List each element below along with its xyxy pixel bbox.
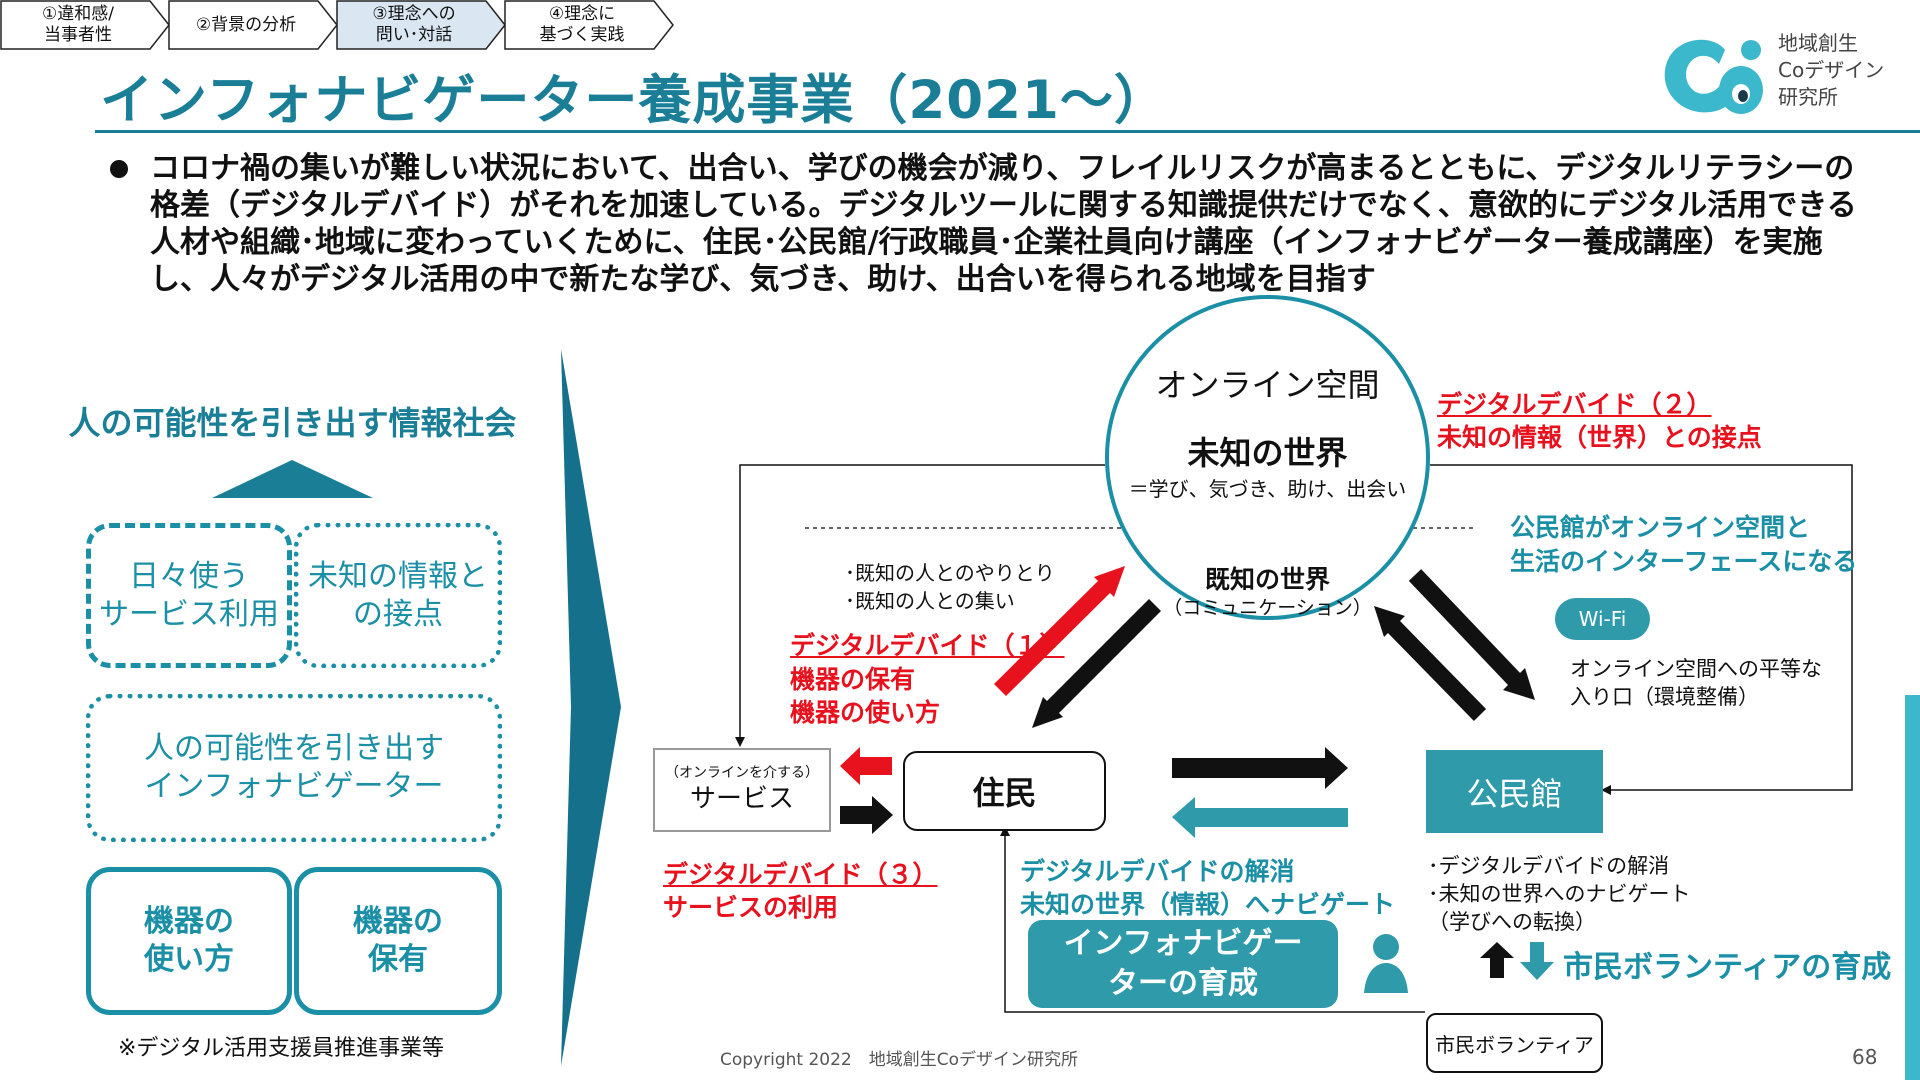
wifi-badge: Wi-Fi [1555,598,1650,640]
kouminkan-interface-line-2: 生活のインターフェースになる [1510,547,1858,576]
box-device-own: 機器の 保有 [294,867,502,1015]
box-daily-service: 日々使う サービス利用 [86,523,292,668]
page-number: 68 [1852,1045,1878,1069]
digital-divide-3-item: サービスの利用 [663,893,839,922]
step-tab-1-label: ①違和感/ 当事者性 [42,4,114,45]
box-unknown-info: 未知の情報と の接点 [294,523,502,668]
digital-divide-3-title: デジタルデバイド（３） [663,860,938,889]
kouminkan-interface-line-1: 公民館がオンライン空間と [1510,513,1811,542]
logo-text: 地域創生 Coデザイン 研究所 [1778,31,1885,109]
footnote: ※デジタル活用支援員推進事業等 [118,1036,444,1061]
wifi-desc-line-2: 入り口（環境整備） [1570,685,1759,709]
known-world-label: 既知の世界 [1204,565,1330,594]
left-panel-title: 人の可能性を引き出す情報社会 [68,404,517,442]
page-title: インフォナビゲーター養成事業（2021～） [100,70,1168,131]
digital-divide-2-item: 未知の情報（世界）との接点 [1437,423,1762,452]
title-underline [95,130,1920,133]
navigator-training-line-2: ターの育成 [1108,966,1258,1001]
bullet-icon [110,160,128,178]
resident-box: 住民 [903,751,1106,831]
digital-divide-1-title: デジタルデバイド（１） [790,631,1065,660]
copyright: Copyright 2022 地域創生Coデザイン研究所 [720,1050,1079,1070]
step-tab-4-label: ④理念に 基づく実践 [539,4,625,45]
service-box: （オンラインを介する） サービス [653,748,831,832]
volunteer-box: 市民ボランティア [1426,1013,1603,1073]
chevron-right-icon [561,349,621,1066]
kouminkan-item-1: ･デジタルデバイドの解消 [1428,854,1670,878]
unknown-world-sub: ＝学び、気づき、助け、出会い [1128,477,1407,501]
summary-text: コロナ禍の集いが難しい状況において、出合い、学びの機会が減り、フレイルリスクが高… [150,151,1857,297]
kouminkan-item-2: ･未知の世界へのナビゲート [1428,882,1691,906]
person-icon [1364,934,1408,993]
volunteer-training-label: 市民ボランティアの育成 [1563,950,1892,985]
online-space-label: オンライン空間 [1155,366,1380,404]
logo-icon [1664,39,1763,114]
navigator-training-box: インフォナビゲー ターの育成 [1028,920,1338,1008]
box-navigator: 人の可能性を引き出す インフォナビゲーター [86,694,502,842]
up-triangle-icon [212,460,373,498]
kouminkan-box: 公民館 [1426,750,1603,833]
unknown-world-label: 未知の世界 [1187,434,1348,472]
known-item-2: ･既知の人との集い [845,589,1015,613]
service-sub-label: （オンラインを介する） [665,765,819,781]
kouminkan-item-3: （学びへの転換） [1428,910,1596,934]
navigator-training-line-1: インフォナビゲー [1063,926,1303,961]
side-accent-bar [1905,695,1920,1080]
step-tab-2-label: ②背景の分析 [195,14,297,35]
resolve-line-1: デジタルデバイドの解消 [1020,857,1295,886]
service-label: サービス [689,784,794,814]
known-world-sub: （コミュニケーション） [1163,597,1372,619]
online-space-circle [1105,295,1430,620]
wifi-desc-line-1: オンライン空間への平等な [1570,657,1822,681]
resolve-line-2: 未知の世界（情報）へナビゲート [1020,890,1396,919]
box-device-usage: 機器の 使い方 [86,867,292,1015]
digital-divide-1-item-2: 機器の使い方 [790,698,941,727]
digital-divide-1-item-1: 機器の保有 [790,665,916,694]
step-tab-3-label: ③理念への 問い･対話 [372,4,456,45]
known-item-1: ･既知の人とのやりとり [845,561,1055,585]
digital-divide-2-title: デジタルデバイド（２） [1437,390,1712,419]
